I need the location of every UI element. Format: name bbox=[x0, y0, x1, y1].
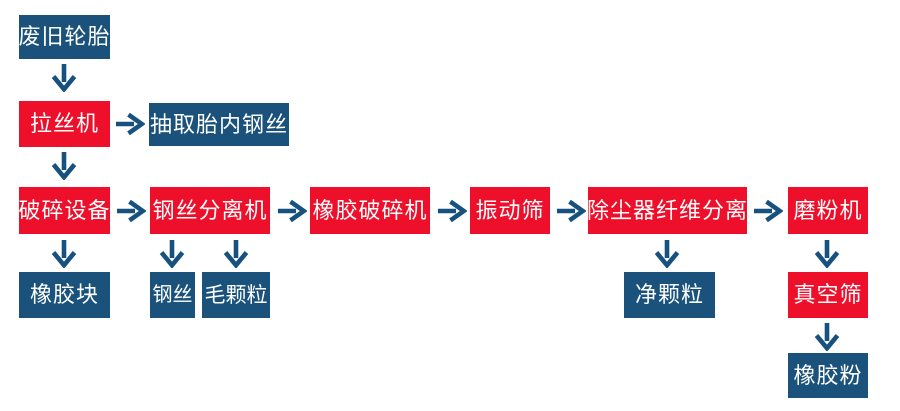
arrow-down-icon bbox=[51, 239, 77, 268]
arrow-down-icon bbox=[51, 151, 77, 180]
node-vacuum-screen: 真空筛 bbox=[788, 272, 868, 318]
node-crushing-equipment: 破碎设备 bbox=[19, 187, 110, 234]
node-rubber-crusher: 橡胶破碎机 bbox=[310, 187, 430, 234]
node-grinding-machine: 磨粉机 bbox=[788, 187, 868, 234]
arrow-down-icon bbox=[814, 239, 840, 268]
arrow-down-icon bbox=[654, 239, 680, 268]
arrow-right-icon bbox=[277, 199, 307, 223]
node-vibrating-screen: 振动筛 bbox=[470, 187, 550, 234]
arrow-right-icon bbox=[556, 199, 586, 223]
node-dust-fiber-separation: 除尘器纤维分离 bbox=[587, 187, 747, 234]
node-raw-granules: 毛颗粒 bbox=[202, 272, 270, 318]
node-rubber-blocks: 橡胶块 bbox=[19, 272, 110, 318]
node-waste-tires: 废旧轮胎 bbox=[19, 15, 110, 59]
arrow-down-icon bbox=[159, 239, 185, 268]
arrow-down-icon bbox=[51, 63, 77, 92]
node-steel-wire: 钢丝 bbox=[150, 272, 195, 318]
arrow-right-icon bbox=[115, 112, 145, 136]
node-drawing-machine: 拉丝机 bbox=[19, 101, 110, 147]
arrow-right-icon bbox=[116, 199, 146, 223]
node-rubber-powder: 橡胶粉 bbox=[788, 353, 868, 398]
arrow-down-icon bbox=[223, 239, 249, 268]
arrow-right-icon bbox=[753, 199, 783, 223]
node-clean-granules: 净颗粒 bbox=[624, 272, 715, 318]
node-wire-separator: 钢丝分离机 bbox=[150, 187, 270, 234]
node-extract-steel: 抽取胎内钢丝 bbox=[149, 103, 289, 146]
arrow-down-icon bbox=[814, 322, 840, 351]
arrow-right-icon bbox=[437, 199, 467, 223]
